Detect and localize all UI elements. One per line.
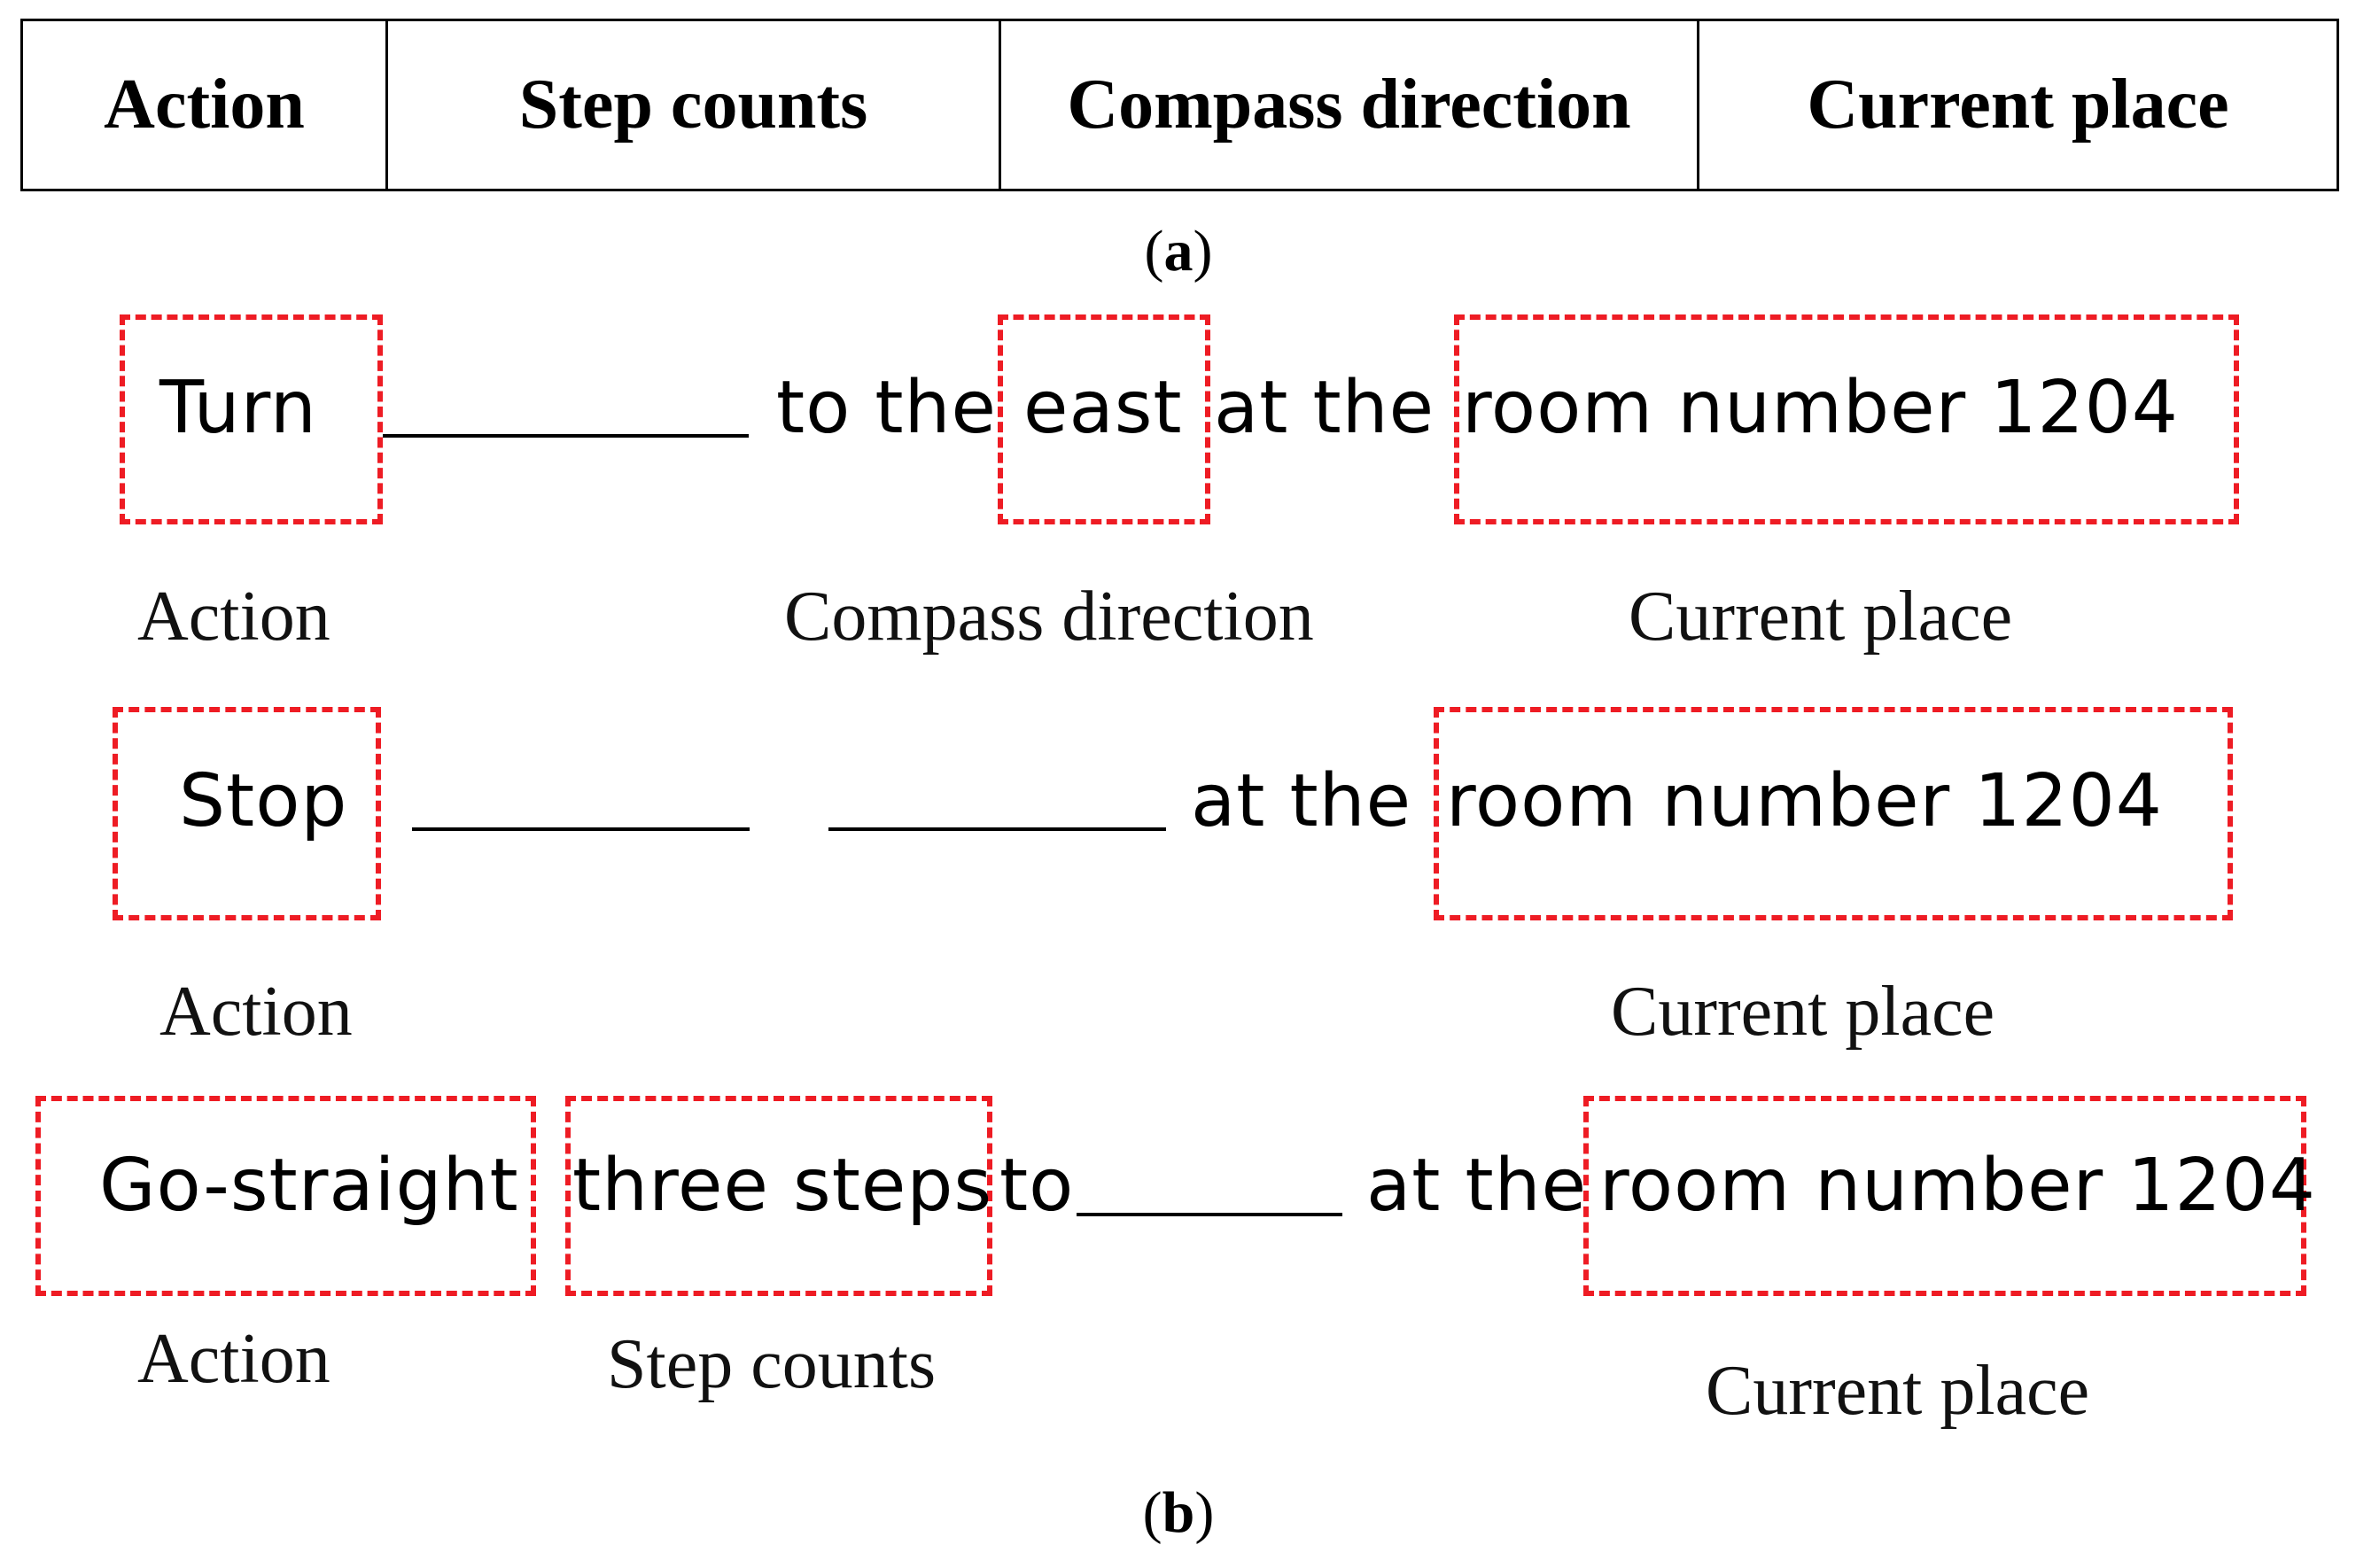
direction-word: east	[1023, 366, 1183, 450]
label-current-place: Current place	[1706, 1352, 2090, 1430]
direction-slot-box	[998, 314, 1210, 524]
label-compass-direction: Compass direction	[784, 578, 1314, 656]
connector-text: to the	[776, 366, 997, 450]
place-slot-box	[1434, 707, 2233, 920]
blank-line	[828, 827, 1166, 831]
label-step-counts: Step counts	[607, 1325, 937, 1403]
header-cell-current-place: Current place	[1807, 66, 2229, 144]
label-current-place: Current place	[1629, 578, 2013, 656]
step-count-phrase: three steps	[572, 1144, 993, 1228]
label-action: Action	[137, 578, 330, 656]
caption-a: (a)	[1144, 219, 1213, 283]
header-cell-step-counts: Step counts	[388, 21, 1001, 189]
action-slot-box	[35, 1096, 536, 1296]
action-slot-box	[113, 707, 381, 920]
place-slot-box	[1583, 1096, 2306, 1296]
action-slot-box	[120, 314, 383, 524]
label-current-place: Current place	[1611, 973, 1995, 1051]
action-word: Go-straight	[99, 1144, 519, 1228]
connector-text: to	[999, 1144, 1075, 1228]
blank-line	[412, 827, 750, 831]
connector-text: at the	[1214, 366, 1435, 450]
caption-b: (b)	[1142, 1480, 1215, 1545]
action-word: Stop	[179, 759, 348, 843]
header-cell-compass-direction: Compass direction	[1001, 21, 1699, 189]
slot-header-table: Action Step counts Compass direction Cur…	[20, 19, 2339, 191]
place-phrase: room number 1204	[1462, 366, 2179, 450]
place-phrase: room number 1204	[1599, 1144, 2316, 1228]
action-word: Turn	[159, 366, 317, 450]
blank-line	[383, 434, 749, 438]
blank-line	[1077, 1213, 1342, 1216]
connector-text: at the	[1366, 1144, 1588, 1228]
place-phrase: room number 1204	[1446, 759, 2163, 843]
steps-slot-box	[565, 1096, 992, 1296]
place-slot-box	[1454, 314, 2239, 524]
label-action: Action	[137, 1320, 330, 1398]
header-cell-action: Action	[23, 21, 388, 189]
connector-text: at the	[1191, 759, 1412, 843]
label-action: Action	[159, 973, 353, 1051]
